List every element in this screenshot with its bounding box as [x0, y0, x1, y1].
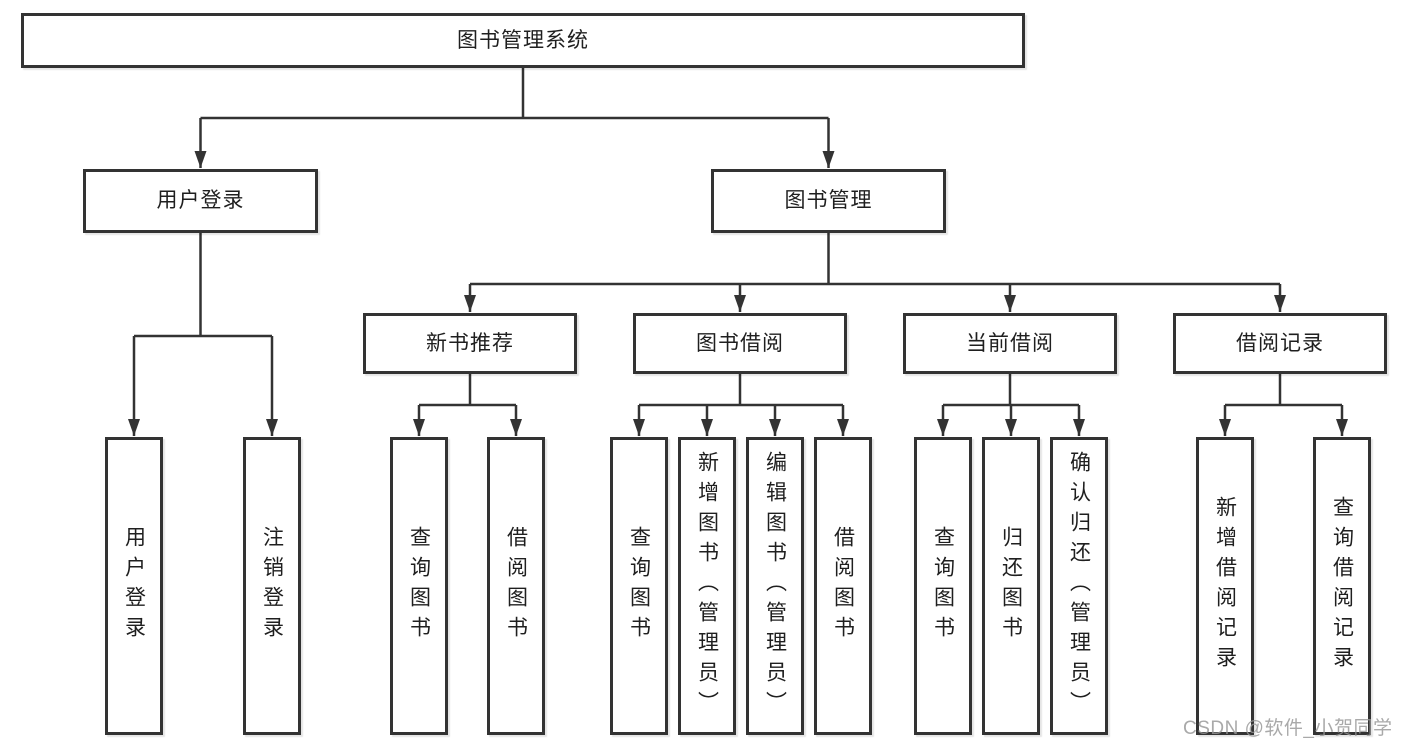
- leaf-borrow-query-book: 查询图书: [610, 437, 668, 735]
- leaf-logout-login: 注销登录: [243, 437, 301, 735]
- node-current-borrowing: 当前借阅: [903, 313, 1117, 374]
- leaf-borrow-query-book-label: 查询图书: [627, 526, 651, 646]
- leaf-records-add-record: 新增借阅记录: [1196, 437, 1254, 735]
- leaf-records-query-record: 查询借阅记录: [1313, 437, 1371, 735]
- node-book-borrowing: 图书借阅: [633, 313, 847, 374]
- node-book-management-label: 图书管理: [784, 189, 873, 213]
- leaf-logout-login-label: 注销登录: [260, 526, 284, 646]
- leaf-recommend-query-book: 查询图书: [390, 437, 448, 735]
- leaf-recommend-borrow-book: 借阅图书: [487, 437, 545, 735]
- node-book-borrowing-label: 图书借阅: [696, 331, 784, 355]
- node-borrowing-records: 借阅记录: [1173, 313, 1387, 374]
- leaf-current-return-book-label: 归还图书: [999, 526, 1023, 646]
- leaf-user-login-label: 用户登录: [122, 526, 146, 646]
- leaf-borrow-borrow-book-label: 借阅图书: [831, 526, 855, 646]
- node-user-login-label: 用户登录: [156, 189, 245, 213]
- leaf-current-confirm-return-admin-label: 确认归还（管理员）: [1067, 451, 1091, 721]
- leaf-records-add-record-label: 新增借阅记录: [1213, 496, 1237, 676]
- leaf-borrow-edit-book-admin-label: 编辑图书（管理员）: [763, 451, 787, 721]
- leaf-borrow-add-book-admin-label: 新增图书（管理员）: [695, 451, 719, 721]
- leaf-user-login: 用户登录: [105, 437, 163, 735]
- leaf-recommend-borrow-book-label: 借阅图书: [504, 526, 528, 646]
- leaf-current-confirm-return-admin: 确认归还（管理员）: [1050, 437, 1108, 735]
- leaf-records-query-record-label: 查询借阅记录: [1330, 496, 1354, 676]
- leaf-recommend-query-book-label: 查询图书: [407, 526, 431, 646]
- node-user-login: 用户登录: [83, 169, 318, 233]
- leaf-borrow-borrow-book: 借阅图书: [814, 437, 872, 735]
- node-current-borrowing-label: 当前借阅: [966, 331, 1054, 355]
- leaf-current-query-book-label: 查询图书: [931, 526, 955, 646]
- leaf-borrow-add-book-admin: 新增图书（管理员）: [678, 437, 736, 735]
- node-borrowing-records-label: 借阅记录: [1236, 331, 1324, 355]
- node-book-management: 图书管理: [711, 169, 946, 233]
- leaf-borrow-edit-book-admin: 编辑图书（管理员）: [746, 437, 804, 735]
- node-root: 图书管理系统: [21, 13, 1025, 68]
- node-root-label: 图书管理系统: [457, 28, 589, 52]
- csdn-watermark: CSDN @软件_小贺同学: [1183, 718, 1393, 739]
- leaf-current-query-book: 查询图书: [914, 437, 972, 735]
- node-new-book-recommend: 新书推荐: [363, 313, 577, 374]
- leaf-current-return-book: 归还图书: [982, 437, 1040, 735]
- node-new-book-recommend-label: 新书推荐: [426, 331, 514, 355]
